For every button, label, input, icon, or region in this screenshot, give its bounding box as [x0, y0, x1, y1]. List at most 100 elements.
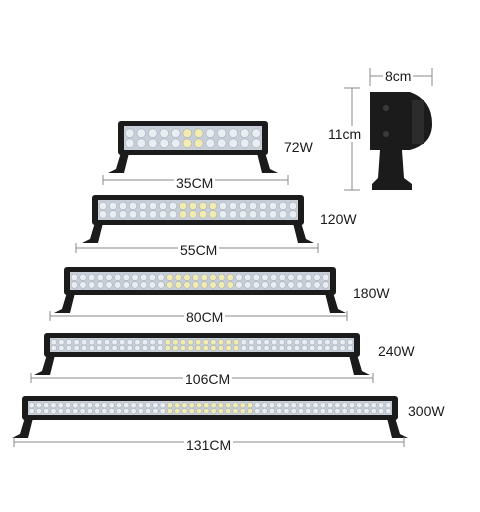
led [270, 281, 278, 289]
led [370, 402, 377, 409]
led [247, 408, 254, 415]
led [65, 345, 73, 352]
led [251, 128, 261, 138]
side-width-label: 8cm [383, 68, 414, 84]
led [115, 402, 123, 409]
led [196, 408, 203, 415]
led [125, 128, 135, 138]
led [166, 408, 173, 415]
led [171, 128, 181, 138]
led [288, 210, 298, 219]
led [370, 408, 377, 415]
led [94, 408, 101, 415]
led [157, 273, 165, 281]
length-label-106cm: 106CM [183, 371, 233, 387]
led [164, 339, 171, 346]
led [196, 402, 203, 409]
led [218, 210, 228, 219]
led [252, 281, 260, 289]
led [240, 339, 247, 346]
led [128, 201, 138, 211]
led [79, 402, 86, 409]
led [58, 345, 65, 352]
led [268, 402, 275, 409]
led [334, 402, 341, 409]
led [119, 339, 126, 346]
led [248, 345, 255, 352]
led [174, 281, 182, 289]
side-height-label: 11cm [326, 126, 364, 142]
led [205, 128, 215, 138]
led [226, 273, 234, 281]
led [217, 402, 224, 409]
watt-label-180w: 180W [353, 285, 390, 301]
led [148, 281, 156, 289]
led [103, 339, 111, 346]
led [247, 402, 254, 409]
led [157, 281, 165, 289]
led [309, 345, 316, 352]
led [86, 408, 93, 415]
led [276, 408, 283, 415]
led [240, 138, 250, 148]
led [232, 408, 239, 415]
bar-lens-0 [124, 126, 262, 150]
led [238, 201, 248, 211]
led [108, 210, 118, 219]
led [149, 339, 156, 346]
led [218, 281, 226, 289]
led [166, 281, 174, 289]
led [239, 408, 246, 415]
led [312, 408, 319, 415]
led [188, 210, 198, 219]
led [174, 402, 181, 409]
led [254, 402, 261, 409]
side-view-screw-top [383, 105, 389, 111]
led [225, 345, 232, 352]
led [145, 402, 152, 409]
led [123, 408, 130, 415]
led [198, 201, 208, 211]
led [181, 402, 188, 409]
led [118, 201, 128, 211]
led [134, 339, 141, 346]
led [166, 402, 173, 409]
led [119, 345, 126, 352]
led [65, 339, 73, 346]
led [203, 402, 210, 409]
led [263, 345, 270, 352]
led [254, 408, 261, 415]
led [145, 408, 152, 415]
led [141, 345, 149, 352]
led [194, 128, 204, 138]
led [322, 273, 330, 281]
led [57, 408, 64, 415]
led [226, 281, 234, 289]
led [278, 339, 285, 346]
led [347, 345, 354, 352]
led [258, 210, 268, 219]
led [79, 408, 86, 415]
led [210, 339, 217, 346]
led [179, 345, 187, 352]
led [174, 408, 181, 415]
led [319, 402, 326, 409]
led [248, 210, 258, 219]
led [271, 339, 278, 346]
led [149, 345, 156, 352]
led [28, 402, 35, 409]
led [305, 402, 312, 409]
led [276, 402, 283, 409]
led [159, 402, 166, 409]
led [271, 345, 278, 352]
led [72, 402, 79, 409]
led [304, 273, 312, 281]
led [331, 339, 339, 346]
led [297, 402, 305, 409]
led [290, 402, 297, 409]
led [43, 408, 50, 415]
led [296, 273, 304, 281]
led [244, 273, 252, 281]
